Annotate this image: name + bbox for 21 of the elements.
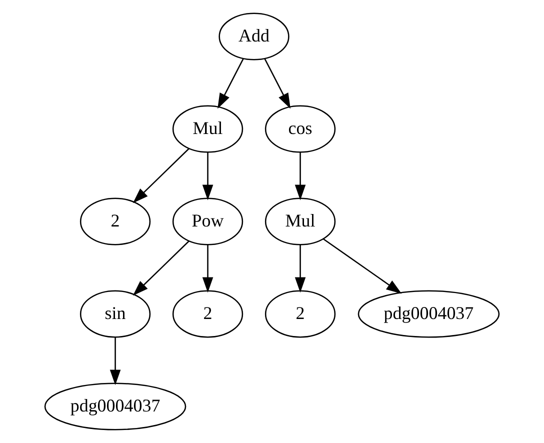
node-ellipse: pdg0004037 [44,382,186,430]
arrow [218,58,244,109]
node-ellipse: 2 [80,198,151,246]
arrow [294,152,306,200]
arrow [294,245,306,293]
node-ellipse: 2 [264,290,336,338]
arrow [264,58,290,109]
node-ellipse: 2 [172,290,244,338]
node-ellipse: cos [264,105,336,153]
node-ellipse: Mul [172,105,244,153]
arrow [110,338,121,386]
arrow [132,240,190,296]
node-ellipse: Add [218,12,290,60]
arrow [202,245,214,293]
node-ellipse: Pow [172,198,244,246]
arrow [132,148,190,204]
node-ellipse: pdg0004037 [358,290,500,338]
arrow [202,152,214,200]
arrow [322,238,402,294]
node-ellipse: Mul [264,198,336,246]
node-ellipse: sin [80,290,151,338]
